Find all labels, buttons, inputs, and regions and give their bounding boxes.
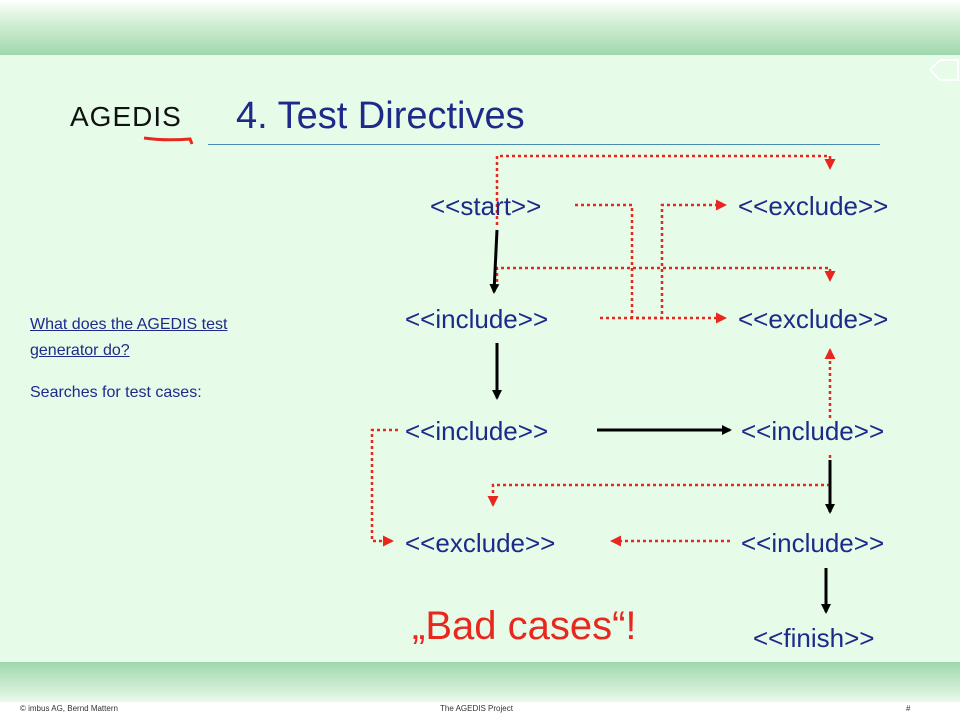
bad-cases-callout: „Bad cases“!: [412, 604, 637, 648]
node-exclude-1: <<exclude>>: [738, 191, 888, 221]
footer-project: The AGEDIS Project: [440, 704, 513, 713]
agedis-logo: AGEDIS: [70, 101, 182, 132]
edge-include3-to-exclude3: [487, 455, 832, 507]
node-exclude-2: <<exclude>>: [738, 304, 888, 334]
edge-include2-to-exclude3: [370, 428, 398, 547]
node-start: <<start>>: [430, 191, 541, 221]
footer-copyright: © imbus AG, Bernd Mattern: [20, 704, 118, 713]
page-title: 4. Test Directives: [236, 95, 525, 137]
node-include-1: <<include>>: [405, 304, 548, 334]
tab-corner-icon: [928, 59, 959, 81]
answer-text: Searches for test cases:: [30, 384, 202, 401]
edge-include1-to-exclude1: [600, 199, 727, 320]
footer: © imbus AG, Bernd Mattern The AGEDIS Pro…: [0, 702, 960, 720]
edge-start-to-exclude1-loop: [495, 154, 836, 225]
header-band: [0, 0, 960, 55]
question-line-2: generator do?: [30, 342, 130, 359]
footer-page-number: #: [906, 704, 911, 713]
node-finish: <<finish>>: [753, 623, 874, 653]
node-include-2: <<include>>: [405, 416, 548, 446]
question-line-1: What does the AGEDIS test: [30, 316, 228, 333]
title-divider: [208, 144, 880, 145]
footer-band: [0, 662, 960, 702]
node-include-3: <<include>>: [741, 416, 884, 446]
node-include-4: <<include>>: [741, 528, 884, 558]
edge-start-to-exclude2: [575, 203, 727, 324]
logo-swash-icon: [143, 136, 194, 145]
node-exclude-3: <<exclude>>: [405, 528, 555, 558]
edge-start-to-exclude2-loop: [495, 266, 836, 282]
edge-start-to-include1: [489, 229, 500, 294]
